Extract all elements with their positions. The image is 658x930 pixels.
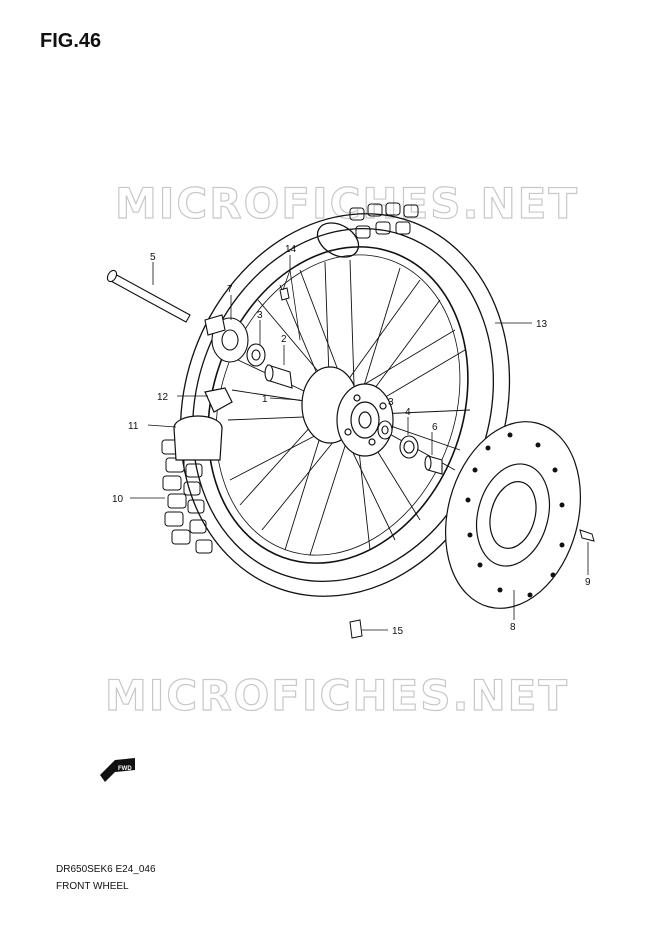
callout-8: 8 [510, 622, 516, 633]
watermark-bottom: MICROFICHES.NET [105, 671, 569, 720]
brake-disc [444, 421, 582, 609]
fwd-arrow: FWD [100, 758, 135, 782]
callout-4: 4 [405, 407, 411, 418]
callout-15: 15 [392, 626, 404, 637]
valve-cap [279, 287, 290, 301]
rim-band [204, 387, 233, 413]
callout-13: 13 [536, 319, 548, 330]
leader-lines [130, 255, 589, 631]
callout-3-right: 3 [388, 397, 394, 408]
bearing-left [246, 343, 266, 367]
callout-14: 14 [285, 244, 297, 255]
callout-11: 11 [128, 421, 139, 432]
callout-10: 10 [112, 494, 124, 505]
disc-bolt [579, 529, 595, 542]
bearing-right [377, 420, 393, 440]
front-axle [106, 269, 191, 323]
callout-5: 5 [150, 252, 156, 263]
wheel-hub [301, 366, 394, 457]
fwd-arrow-label: FWD [118, 766, 132, 772]
callout-12: 12 [157, 392, 169, 403]
diagram-code: DR650SEK6 E24_046 [56, 864, 156, 875]
inner-tube [173, 415, 223, 461]
callout-9: 9 [585, 577, 591, 588]
spacer [264, 364, 293, 389]
spacer-collar [424, 455, 443, 475]
figure-title: FIG.46 [40, 30, 102, 52]
callout-7: 7 [227, 284, 233, 295]
callout-6: 6 [432, 422, 438, 433]
callout-1: 1 [262, 394, 268, 405]
speedometer-gearbox [204, 314, 249, 363]
callout-3-left: 3 [257, 310, 263, 321]
callout-2: 2 [281, 334, 287, 345]
watermark-top: MICROFICHES.NET [115, 179, 579, 228]
oil-seal [399, 435, 419, 459]
diagram-caption: FRONT WHEEL [56, 881, 129, 892]
balancer-weight [349, 619, 363, 639]
